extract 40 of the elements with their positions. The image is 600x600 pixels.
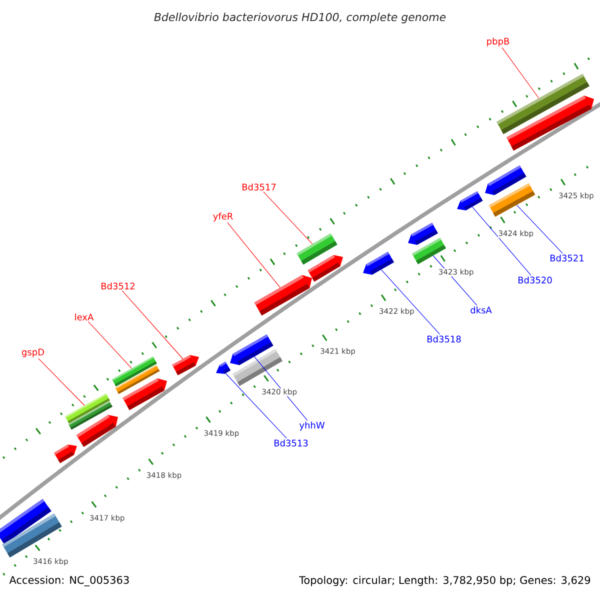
title: Bdellovibrio bacteriovorus HD100, complete genome xyxy=(154,12,446,24)
gene-block xyxy=(408,222,438,245)
leader-line xyxy=(263,191,313,244)
gene-label: yhhW xyxy=(299,422,325,430)
footer-text: Topology: circular; Length: 3,782,950 bp; Genes: 3,629 xyxy=(299,576,590,586)
leader-line xyxy=(502,47,540,98)
gene-block xyxy=(172,355,199,376)
gene-label: gspD xyxy=(22,348,44,358)
gene-block xyxy=(254,274,312,316)
gene-label: Bd3513 xyxy=(274,440,308,446)
gene-label: lexA xyxy=(75,314,94,320)
leader-line xyxy=(516,204,563,254)
gene-label: yfeR xyxy=(213,212,233,222)
gene-block xyxy=(2,514,62,558)
footer-text: Accession: NC_005363 xyxy=(9,576,129,586)
leader-line xyxy=(380,269,440,335)
gene-block xyxy=(122,378,167,410)
gene-block xyxy=(488,183,536,217)
gene-block xyxy=(363,252,394,275)
gene-block xyxy=(506,96,594,151)
gene-label: Bd3520 xyxy=(518,276,552,284)
gene-block xyxy=(457,191,483,210)
leader-line xyxy=(227,222,280,288)
gene-block xyxy=(412,238,446,264)
gene-block xyxy=(308,254,343,282)
gene-block xyxy=(76,414,118,447)
gene-label: Bd3517 xyxy=(242,184,276,190)
gene-block xyxy=(216,362,231,374)
gene-block xyxy=(54,444,77,464)
leader-line xyxy=(38,358,85,406)
gene-label: pbpB xyxy=(487,38,510,46)
leader-line xyxy=(88,321,132,369)
leader-line xyxy=(122,290,184,360)
gene-label: Bd3521 xyxy=(550,254,584,262)
leader-line xyxy=(472,206,532,276)
gene-label: Bd3512 xyxy=(101,282,134,290)
leader-line xyxy=(225,373,287,439)
gene-label: Bd3518 xyxy=(427,336,461,342)
gene-block xyxy=(232,348,283,386)
gene-label: dksA xyxy=(470,306,492,314)
